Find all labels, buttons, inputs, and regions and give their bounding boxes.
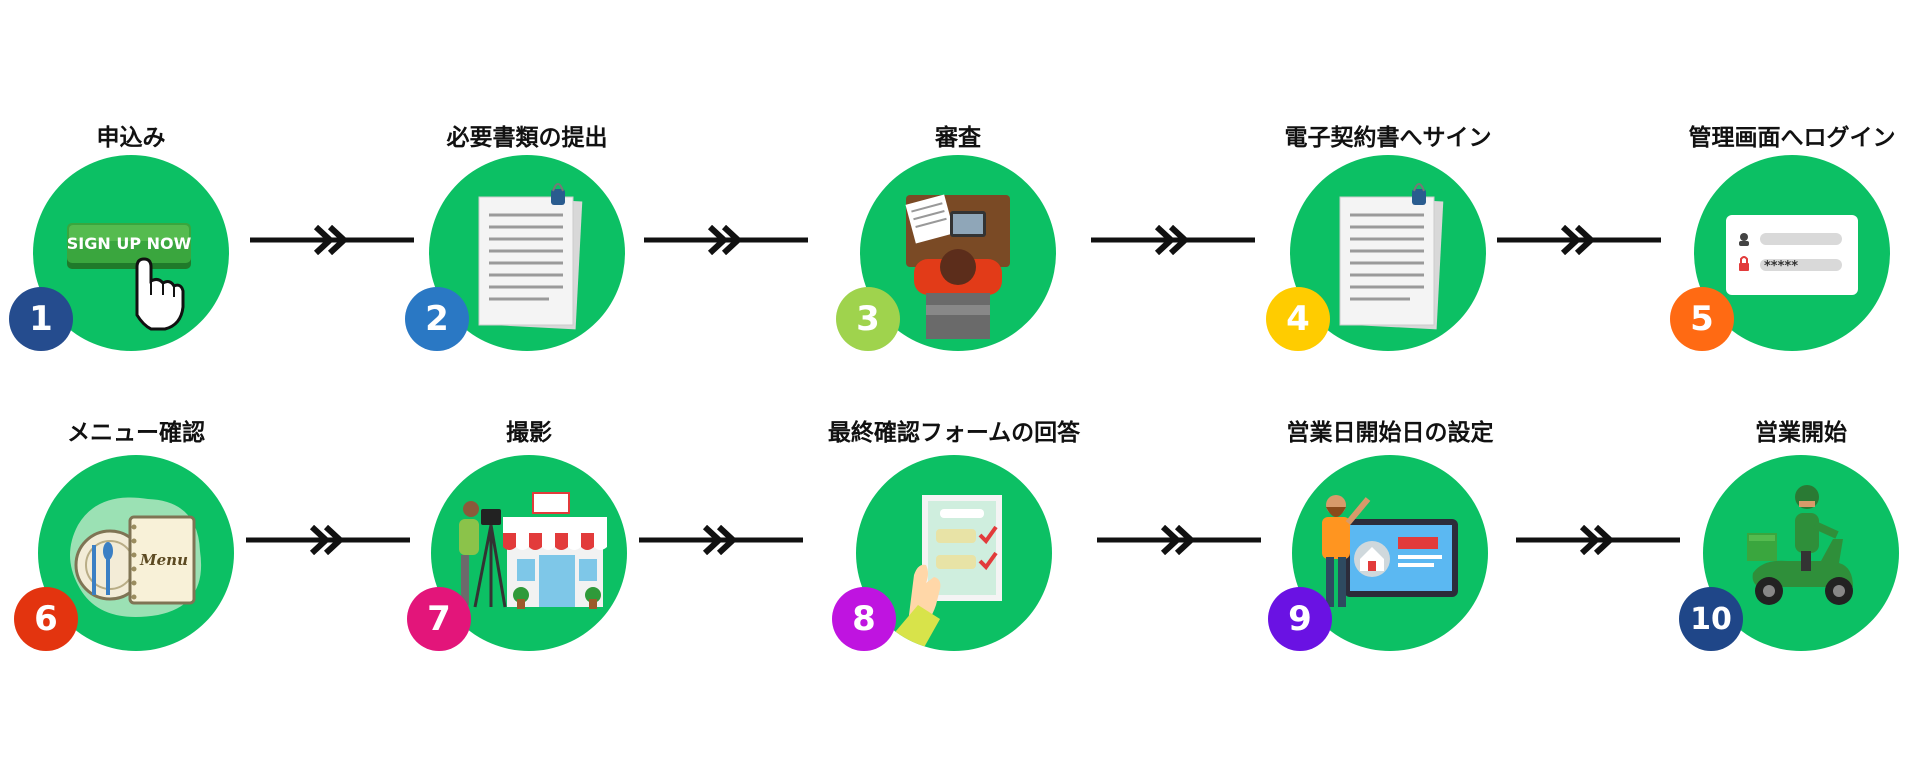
flow-arrow — [246, 525, 410, 555]
menu-text: Menu — [139, 551, 188, 569]
step-title: 営業日開始日の設定 — [1286, 420, 1494, 446]
flow-arrow — [1516, 525, 1680, 555]
step-circle — [431, 455, 627, 651]
flow-arrow — [1497, 225, 1661, 255]
sign-up-button-text: SIGN UP NOW — [67, 234, 192, 253]
menu-book-icon: Menu — [70, 497, 202, 617]
password-mask: ***** — [1764, 259, 1798, 274]
step-title: 電子契約書へサイン — [1284, 125, 1492, 151]
step-title: 管理画面へログイン — [1688, 125, 1896, 151]
step-number-badge: 3 — [836, 287, 900, 351]
contract-documents-icon — [1339, 183, 1444, 330]
checklist-form-icon — [892, 495, 1002, 651]
presenter-screen-icon — [1322, 495, 1458, 607]
flow-arrow — [1097, 525, 1261, 555]
step-circle — [860, 155, 1056, 351]
flow-arrow — [644, 225, 808, 255]
step-number-badge: 10 — [1679, 587, 1743, 651]
step-title: 撮影 — [506, 420, 552, 446]
sign-up-button-icon: SIGN UP NOW — [67, 223, 192, 331]
step-title: 申込み — [96, 125, 166, 151]
step-circle — [1292, 455, 1488, 651]
photographer-shop-icon — [459, 492, 607, 609]
flow-arrow — [250, 225, 414, 255]
step-number-badge: 4 — [1266, 287, 1330, 351]
step-circle — [856, 455, 1052, 651]
step-number-badge: 2 — [405, 287, 469, 351]
delivery-scooter-icon — [1747, 485, 1853, 605]
step-number-badge: 7 — [407, 587, 471, 651]
step-number-badge: 6 — [14, 587, 78, 651]
user-icon — [1740, 233, 1748, 241]
step-title: メニュー確認 — [67, 420, 205, 446]
login-form-icon: ***** — [1726, 215, 1858, 295]
documents-icon — [478, 183, 583, 330]
step-number-badge: 5 — [1670, 287, 1734, 351]
step-title: 必要書類の提出 — [446, 125, 608, 151]
step-number-badge: 1 — [9, 287, 73, 351]
lock-icon — [1739, 263, 1749, 271]
step-title: 審査 — [935, 125, 981, 151]
step-title: 最終確認フォームの回答 — [827, 420, 1081, 446]
flow-arrow — [1091, 225, 1255, 255]
reviewer-desk-icon — [905, 194, 1010, 339]
step-number-badge: 8 — [832, 587, 896, 651]
step-circle: SIGN UP NOW — [33, 155, 229, 351]
step-number-badge: 9 — [1268, 587, 1332, 651]
step-title: 営業開始 — [1755, 420, 1847, 446]
step-circle: Menu — [38, 455, 234, 651]
flow-arrow — [639, 525, 803, 555]
